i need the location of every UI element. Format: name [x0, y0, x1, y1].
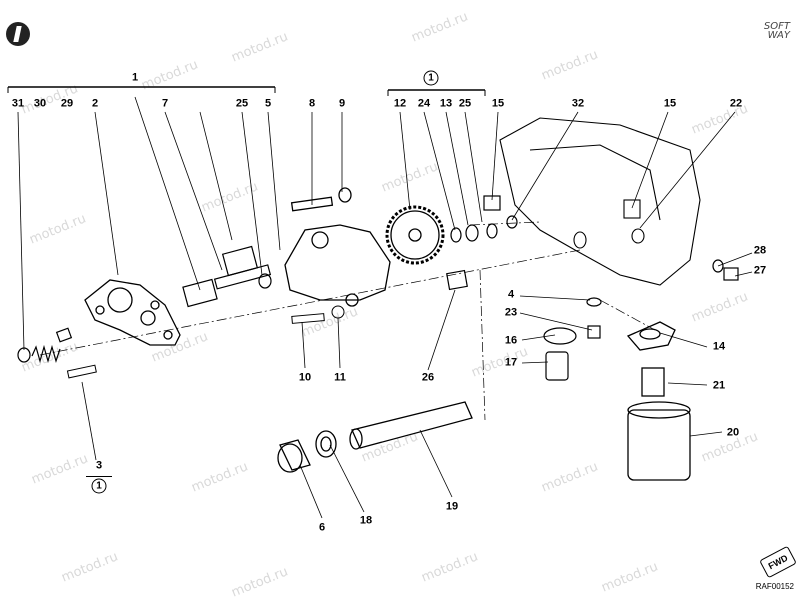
group-marker-bar: [86, 476, 112, 477]
sleeve-26: [446, 269, 468, 291]
callout-10: 10: [298, 371, 312, 384]
drawing-code: RAF00152: [755, 582, 794, 591]
callout-7: 7: [161, 97, 169, 110]
callout-30: 30: [33, 97, 47, 110]
oil-filter-assembly: [626, 321, 691, 481]
callout-25-left: 25: [235, 97, 249, 110]
crankcase: [499, 117, 701, 286]
callout-24: 24: [417, 97, 431, 110]
callout-25-right: 25: [458, 97, 472, 110]
screw-10: [291, 305, 345, 324]
callout-17: 17: [504, 356, 518, 369]
callout-9: 9: [338, 97, 346, 110]
callout-21: 21: [712, 379, 726, 392]
callout-23: 23: [504, 306, 518, 319]
washers: [450, 195, 518, 243]
plug-27-28: [712, 259, 739, 281]
callout-29: 29: [60, 97, 74, 110]
callout-4: 4: [507, 288, 515, 301]
callout-32: 32: [571, 97, 585, 110]
callout-15-left: 15: [491, 97, 505, 110]
callout-18: 18: [359, 514, 373, 527]
group-marker-circle: 1: [91, 478, 107, 494]
callout-16: 16: [504, 334, 518, 347]
small-parts: [543, 297, 602, 381]
center-lines: [39, 221, 656, 421]
callout-14: 14: [712, 340, 726, 353]
callout-28: 28: [753, 244, 767, 257]
callout-12: 12: [393, 97, 407, 110]
callout-2: 2: [91, 97, 99, 110]
brand-line2: WAY: [767, 30, 790, 41]
pump-body: [84, 279, 181, 346]
callout-1: 1: [131, 71, 139, 84]
group-bracket-2: [387, 89, 486, 96]
drive-gear: [385, 205, 445, 265]
callout-19: 19: [445, 500, 459, 513]
callout-8: 8: [308, 97, 316, 110]
callout-31: 31: [11, 97, 25, 110]
callout-11: 11: [334, 371, 346, 384]
brand-mark: SOFT WAY: [763, 21, 790, 41]
brand-line1: SOFT: [763, 21, 790, 32]
callout-6: 6: [318, 521, 326, 534]
pump-shaft-gears: [182, 245, 272, 308]
brand-logo-icon: [6, 22, 30, 46]
callout-27: 27: [753, 264, 767, 277]
group-bracket-1: [7, 86, 276, 93]
callout-13: 13: [439, 97, 453, 110]
group-marker-circle: 1: [423, 70, 439, 86]
leader-lines: [17, 96, 753, 519]
callout-3: 3: [95, 459, 103, 472]
screw-3: [66, 364, 97, 379]
callout-5: 5: [264, 97, 272, 110]
callout-20: 20: [726, 426, 740, 439]
pump-cover: [284, 187, 391, 307]
callout-22: 22: [729, 97, 743, 110]
callout-15-right: 15: [663, 97, 677, 110]
callout-26: 26: [421, 371, 435, 384]
oil-strainer-assembly: [277, 401, 473, 473]
relief-spring: [17, 327, 73, 364]
